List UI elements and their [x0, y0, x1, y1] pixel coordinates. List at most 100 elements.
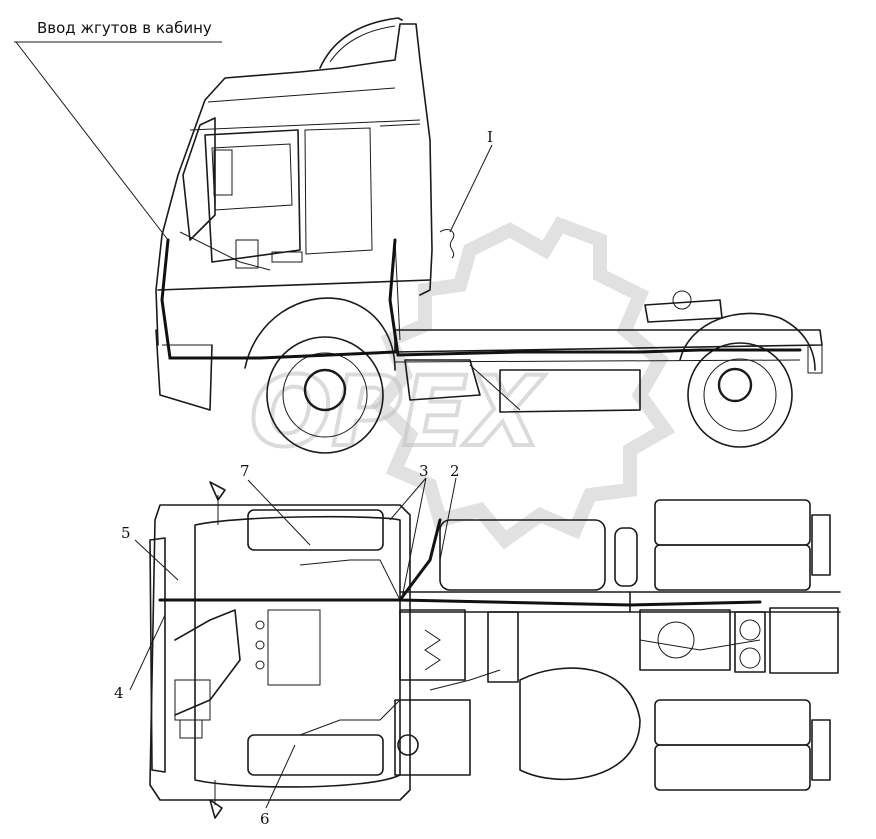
engine-hatch	[267, 609, 321, 686]
leader-3b	[389, 477, 427, 521]
vent-a	[255, 620, 265, 630]
title-callout: Ввод жгутов в кабину	[14, 19, 222, 241]
truck-side-view	[155, 17, 823, 454]
title-leader-line	[15, 41, 169, 241]
callout-2: 2	[450, 462, 460, 480]
upper-storage-box	[247, 509, 384, 551]
front-wheel-arch	[244, 297, 396, 371]
rear-wheel-rim	[703, 358, 777, 432]
callout-labels: I 2 3 4 5 6 7	[114, 128, 493, 828]
leader-3a	[401, 477, 427, 599]
dashboard-harness-frame	[174, 609, 241, 716]
cab-step	[235, 239, 259, 269]
battery-box-side	[404, 359, 481, 401]
vent-b	[255, 640, 265, 650]
leader-7	[247, 479, 311, 546]
front-bumper	[155, 329, 213, 411]
harness-entry-label: Ввод жгутов в кабину	[37, 19, 212, 37]
relay-block	[179, 719, 203, 739]
fuse-box	[174, 679, 211, 721]
cab-door	[204, 129, 301, 263]
air-coil	[439, 229, 455, 259]
air-receiver	[614, 527, 638, 587]
cab-roof-plan	[194, 515, 401, 788]
rear-left-wheel-inner	[654, 544, 811, 591]
rear-left-wheel-outer	[654, 499, 811, 546]
leader-4	[129, 614, 166, 691]
plan-harness-rear-branch	[639, 639, 761, 651]
front-wheel-rim	[282, 352, 368, 438]
callout-4: 4	[114, 684, 124, 702]
rear-wheel-hub	[717, 367, 753, 403]
front-wheel	[266, 336, 384, 454]
leader-1	[449, 144, 493, 233]
leader-2	[439, 477, 457, 561]
cab-roof-line	[207, 87, 396, 103]
brake-chamber-a	[739, 619, 761, 641]
rear-left-light	[811, 514, 831, 576]
sleeper-line	[379, 123, 421, 127]
cab-outline	[155, 23, 433, 346]
rear-light	[807, 344, 823, 374]
side-mirror	[213, 149, 233, 196]
roof-fairing	[319, 17, 403, 69]
cab-belt-line	[189, 119, 421, 131]
drain-plug	[397, 734, 419, 756]
callout-1: I	[487, 128, 493, 146]
cab-lower-line	[157, 279, 431, 291]
rear-right-wheel-outer	[654, 744, 811, 791]
leader-5	[134, 539, 179, 581]
rear-axle-housing	[639, 609, 731, 671]
truck-plan-view	[149, 481, 841, 819]
fifth-wheel	[644, 299, 723, 323]
rear-wheel	[687, 342, 793, 448]
callout-leaders	[129, 144, 493, 809]
rear-right-light	[811, 719, 831, 781]
callout-5: 5	[121, 524, 131, 542]
brake-chamber-b	[739, 647, 761, 669]
vent-c	[255, 660, 265, 670]
left-mirror	[209, 481, 226, 501]
sleeper-panel	[304, 127, 373, 255]
differential	[657, 621, 695, 659]
roof-fairing-inner	[329, 25, 396, 63]
front-bumper-plan	[149, 537, 166, 773]
door-handle	[271, 251, 303, 263]
callout-6: 6	[260, 810, 270, 828]
rear-cross-member	[769, 607, 839, 674]
cab-plan-outline	[149, 504, 411, 801]
battery-box-plan	[399, 609, 466, 681]
cab-internal-harness	[179, 231, 271, 271]
rear-wheel-arch	[679, 312, 816, 371]
chassis-lower-rail	[394, 359, 801, 363]
lower-tank-plan	[394, 699, 471, 776]
windscreen	[182, 117, 216, 241]
lower-storage-box	[247, 734, 384, 776]
leader-6	[265, 744, 296, 809]
side-harness-main	[388, 238, 802, 357]
front-wheel-hub	[303, 368, 347, 412]
rear-right-wheel-inner	[654, 699, 811, 746]
fuel-tank-side	[499, 369, 641, 413]
fuel-tank-plan	[439, 519, 606, 591]
plan-main-harness	[158, 598, 762, 607]
right-mirror	[209, 799, 223, 819]
plan-harness-to-tank	[398, 518, 442, 602]
brake-chamber-pair	[734, 611, 766, 673]
exhaust-pipe	[394, 239, 401, 341]
battery-spring	[424, 629, 441, 671]
door-window	[211, 143, 293, 211]
front-right-wheel-plan	[519, 667, 641, 781]
side-harness-front	[160, 238, 397, 360]
watermark: OPEX	[248, 216, 676, 550]
front-axle-box	[487, 611, 519, 683]
watermark-gear	[370, 216, 676, 550]
plan-harness-lower-branch	[299, 699, 401, 736]
watermark-text: OPEX	[250, 356, 546, 468]
plan-harness-upper-branch	[299, 559, 401, 601]
callout-3: 3	[419, 462, 429, 480]
tank-bracket	[469, 364, 521, 411]
fifth-wheel-pivot	[672, 290, 692, 310]
